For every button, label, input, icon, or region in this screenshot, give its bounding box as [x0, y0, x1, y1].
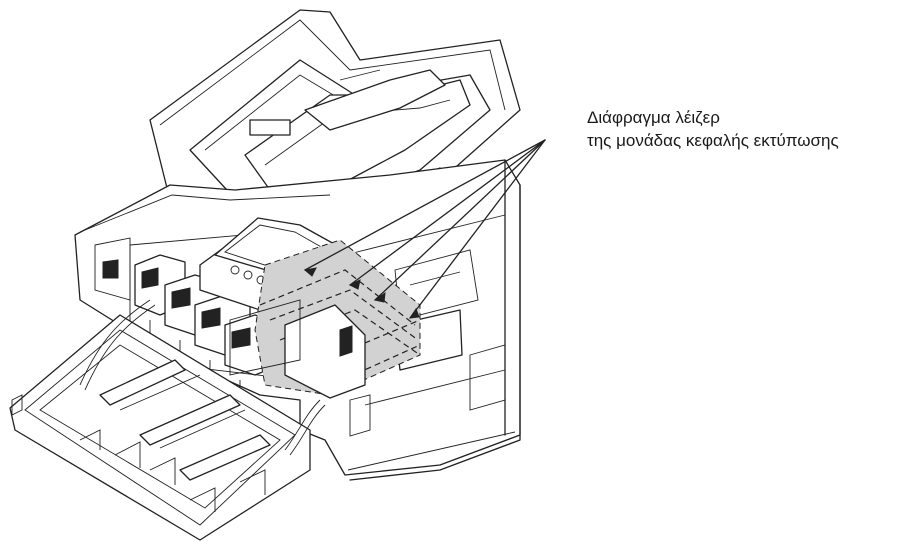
toner-cartridges [134, 254, 281, 405]
callout-leaders [303, 139, 546, 319]
callout-line-1: Διάφραγμα λέιζερ [587, 108, 720, 127]
callout-line-2: της μονάδας κεφαλής εκτύπωσης [587, 131, 839, 150]
print-head-unit [229, 239, 421, 399]
front-door [9, 299, 326, 541]
laser-aperture-callout: Διάφραγμα λέιζερ της μονάδας κεφαλής εκτ… [587, 106, 907, 152]
